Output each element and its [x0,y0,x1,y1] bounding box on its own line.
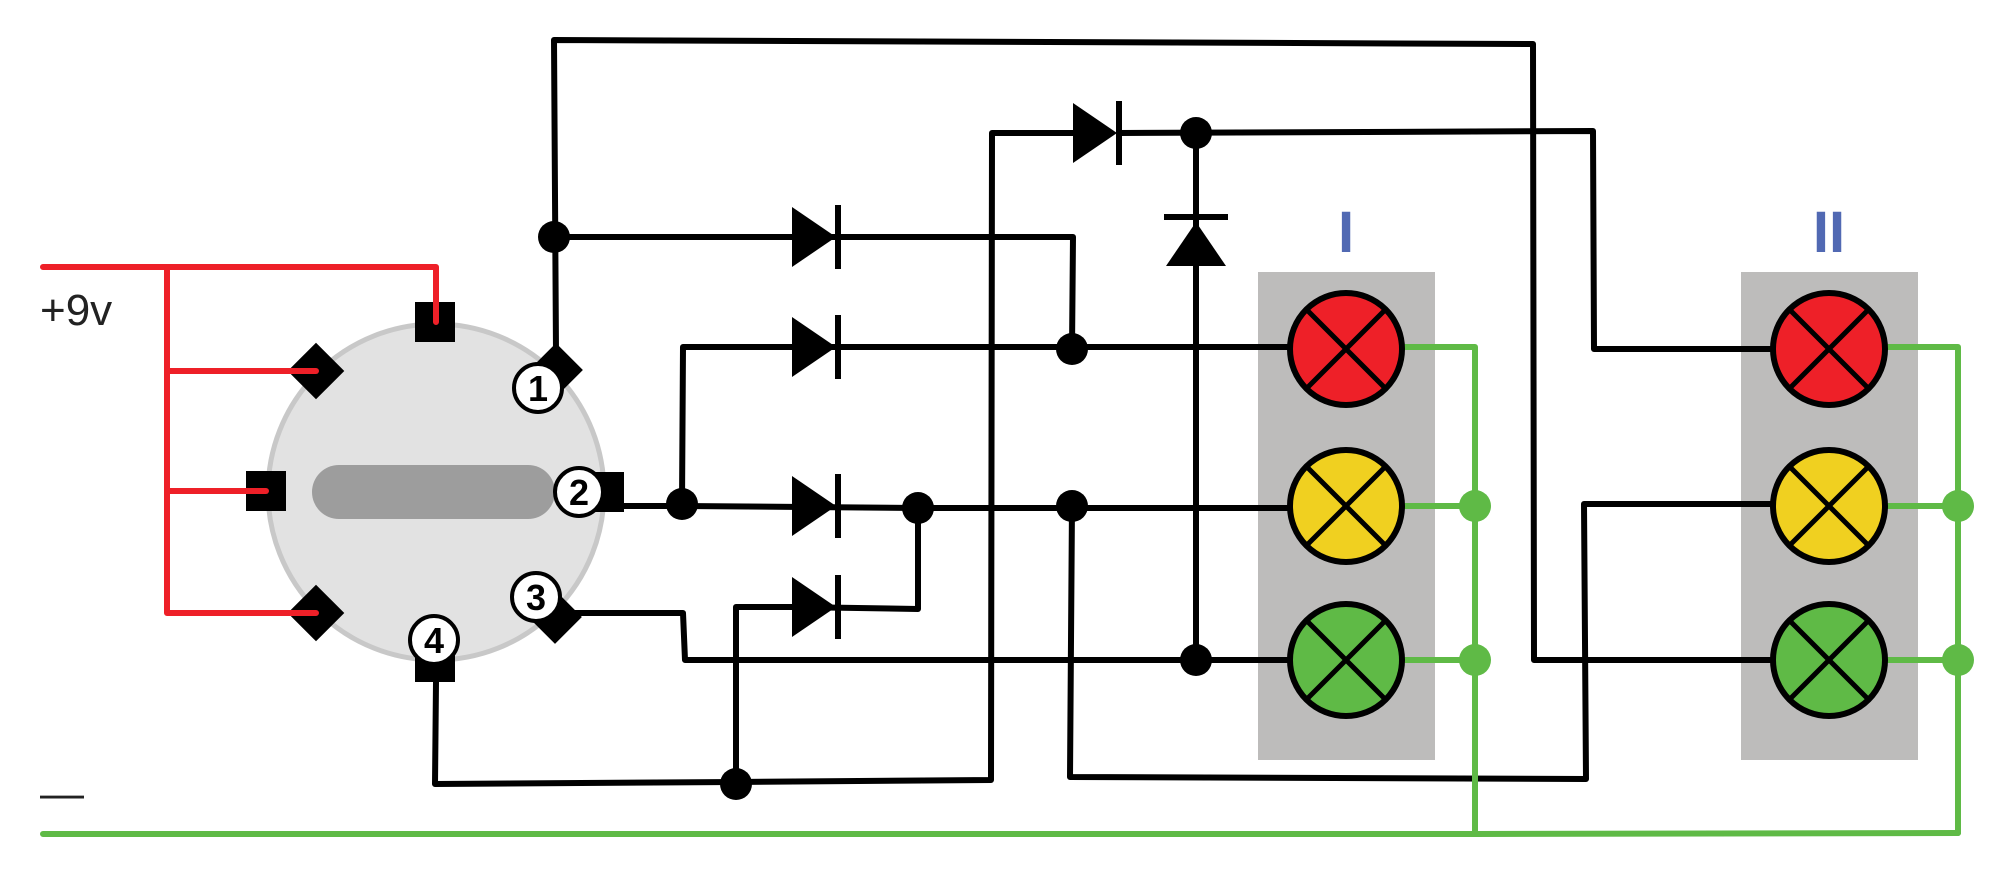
signal-2-lamp-yellow [1770,447,1888,565]
diode-top [1073,101,1122,165]
switch-knob [312,465,555,519]
switch-position-3-label: 3 [510,571,562,623]
switch-position-1-label: 1 [512,362,564,414]
positive-supply-label: +9v [40,286,112,335]
negative-supply-label: — [40,769,84,818]
signal-2-label: II [1813,200,1845,265]
signal-1-lamp-green [1287,601,1405,719]
diode-row-4 [792,575,841,639]
diode-row-1 [792,205,841,269]
svg-text:4: 4 [424,620,444,661]
signal-2-lamp-red [1770,290,1888,408]
switch-position-2-label: 2 [553,466,605,518]
signal-wiring [432,37,1790,787]
signal-2-lamp-green [1770,601,1888,719]
diode-vertical [1164,214,1228,266]
svg-text:2: 2 [569,472,589,513]
signal-1-label: I [1338,200,1354,265]
diode-row-2 [792,315,841,379]
diode-row-3 [792,474,841,538]
signal-1-lamp-red [1287,290,1405,408]
negative-supply-wiring [40,344,1974,837]
svg-text:3: 3 [526,577,546,618]
junction-nodes [538,117,1212,800]
svg-text:1: 1 [528,368,548,409]
signal-1-lamp-yellow [1287,447,1405,565]
positive-supply-wiring [40,264,439,616]
switch-position-4-label: 4 [408,614,460,666]
